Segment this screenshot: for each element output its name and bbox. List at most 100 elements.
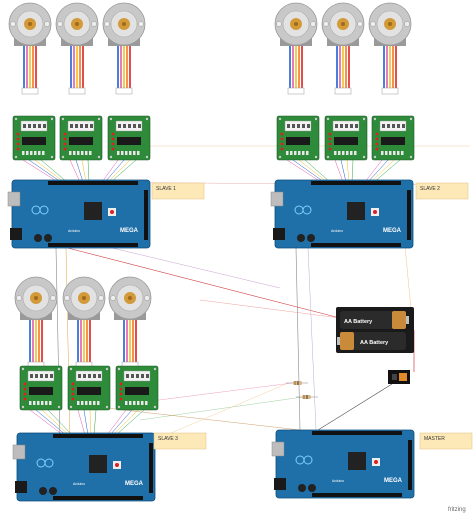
driver-board-icon [107, 115, 151, 161]
wire [346, 159, 350, 183]
capacitor [49, 487, 57, 495]
driver-board-icon [67, 365, 111, 411]
motors-layer [8, 2, 412, 369]
capacitor [307, 234, 315, 242]
wire [373, 159, 401, 183]
usb-port [12, 444, 26, 460]
wire [307, 247, 317, 431]
wire [292, 159, 325, 183]
driver-board-icon [115, 365, 159, 411]
wire [93, 409, 97, 436]
wire [69, 159, 81, 183]
wires-layer [22, 145, 470, 449]
wire [59, 245, 341, 319]
wire [104, 159, 125, 183]
fritzing-watermark: fritzing [448, 507, 466, 513]
driver-board-icon [19, 365, 63, 411]
capacitor [44, 234, 52, 242]
stepper-motor-icon [8, 2, 52, 95]
header-top [311, 181, 401, 185]
header-top [53, 434, 143, 438]
power-jack [273, 228, 285, 240]
board-brand-label: Arduino [332, 479, 344, 483]
driver-board-icon [276, 115, 320, 161]
capacitor [308, 484, 316, 492]
wire [81, 159, 87, 183]
board-brand-label: Arduino [68, 229, 80, 233]
header-side [149, 443, 153, 493]
wire [87, 159, 90, 183]
wire [367, 159, 389, 183]
power-jack [274, 478, 286, 490]
usb-port [271, 441, 285, 457]
wire [351, 159, 354, 183]
board-brand-label: Arduino [331, 229, 343, 233]
board-note-label: MASTER [424, 436, 445, 442]
wire [65, 247, 71, 441]
wire [199, 299, 341, 319]
header-bottom [53, 496, 143, 500]
mcu-chip [347, 202, 365, 220]
board-note: SLAVE 3 [153, 432, 207, 450]
board-model-label: MEGA [384, 478, 403, 484]
wire [295, 247, 301, 431]
board-note-label: SLAVE 3 [158, 436, 178, 442]
wire [89, 409, 92, 436]
driver-board-icon [12, 115, 56, 161]
wire [28, 159, 62, 183]
header-bottom [48, 243, 138, 247]
board-note: SLAVE 1 [151, 182, 205, 200]
capacitor [297, 234, 305, 242]
board-note-label: SLAVE 1 [156, 186, 176, 192]
wire [334, 159, 344, 183]
stepper-motor-icon [102, 2, 146, 95]
mcu-chip [89, 455, 107, 473]
wire [112, 409, 139, 436]
mcu-chip [84, 202, 102, 220]
board-model-label: MEGA [383, 228, 402, 234]
board-note: SLAVE 2 [415, 182, 469, 200]
wire [79, 404, 301, 431]
wire [304, 159, 331, 183]
wire [109, 409, 133, 436]
wire [47, 409, 73, 436]
arduino-mega-icon: MEGA Arduino [271, 429, 415, 499]
stepper-motor-icon [108, 276, 152, 369]
wire [103, 245, 281, 289]
board-brand-label: Arduino [73, 482, 85, 486]
usb-port [270, 191, 284, 207]
wire [340, 159, 347, 183]
driver-board-icon [371, 115, 415, 161]
wire [55, 247, 61, 441]
driver-board-icon [324, 115, 368, 161]
wire [110, 159, 137, 183]
wire [41, 409, 70, 436]
header-bottom [311, 243, 401, 247]
wire [298, 159, 328, 183]
wire [77, 409, 86, 436]
battery-icon: AA Battery [340, 311, 409, 329]
board-note: MASTER [419, 432, 473, 450]
wire [286, 159, 322, 183]
arduino-mega-icon: MEGA Arduino [12, 432, 156, 502]
stepper-motor-icon [321, 2, 365, 95]
battery-label-1: AA Battery [344, 319, 373, 325]
wire [75, 159, 84, 183]
resistor-icon [296, 395, 318, 399]
header-top [312, 431, 402, 435]
wire [107, 159, 131, 183]
capacitor [39, 487, 47, 495]
arduino-mega-icon: MEGA Arduino [270, 179, 414, 249]
drivers-layer [12, 115, 415, 411]
power-switch-icon [388, 370, 410, 384]
power-jack [10, 228, 22, 240]
wire [317, 383, 393, 431]
board-model-label: MEGA [125, 481, 144, 487]
wire [29, 409, 64, 436]
battery-icon: AA Battery [337, 332, 406, 350]
board-model-label: MEGA [120, 228, 139, 234]
wire [22, 159, 59, 183]
